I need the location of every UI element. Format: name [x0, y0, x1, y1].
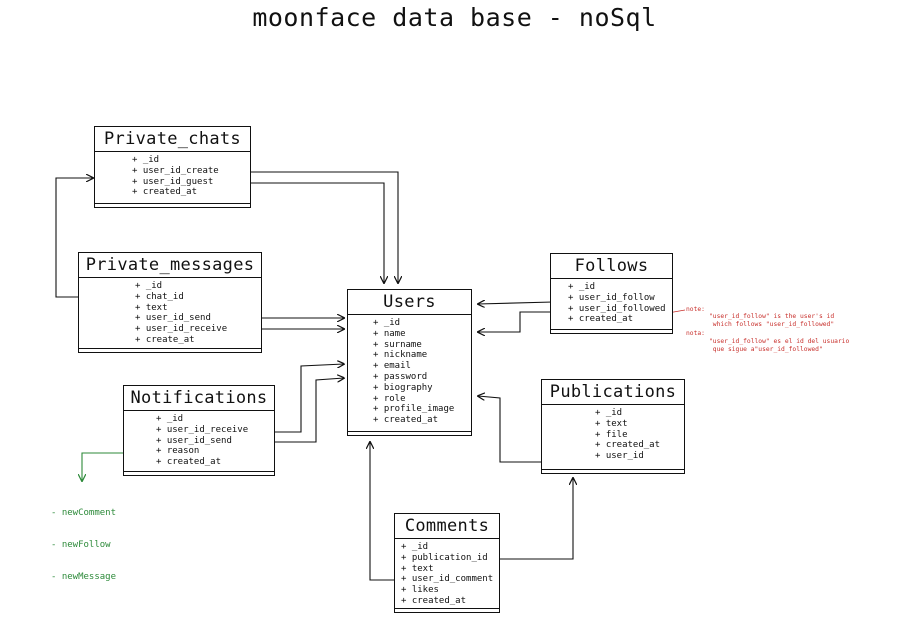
reason-value: - newComment	[51, 508, 117, 519]
field: + created_at	[401, 595, 467, 606]
entity-users: Users + _id + name + surname + nickname …	[347, 289, 472, 436]
field: + user_id_follow	[568, 292, 655, 303]
entity-footer-line	[124, 471, 274, 472]
link-chat-guest-to-users	[245, 182, 384, 283]
link-comment-to-publications	[490, 478, 573, 560]
field: + created_at	[132, 187, 198, 198]
field: + created_at	[595, 440, 661, 451]
field: + _id	[373, 318, 401, 328]
link-notif-send-to-users	[272, 378, 344, 443]
entity-publications: Publications + _id + text + file + creat…	[541, 379, 685, 474]
field: + create_at	[135, 334, 195, 345]
entity-private-chats: Private_chats + _id + user_id_create + u…	[94, 126, 251, 208]
field: + created_at	[568, 314, 634, 325]
field: + role	[373, 393, 406, 404]
field: + profile_image	[373, 404, 455, 415]
field: + chat_id	[135, 291, 184, 302]
reason-value: - newFollow	[51, 539, 111, 550]
reason-value: - newMessage	[51, 571, 117, 582]
field: + _id	[568, 282, 596, 292]
link-notif-receive-to-users	[272, 364, 344, 433]
entity-footer-line	[551, 329, 672, 330]
field: + created_at	[156, 457, 222, 468]
entity-footer-line	[79, 348, 261, 349]
nota-label: nota:	[686, 330, 705, 337]
field: + user_id_create	[132, 165, 219, 176]
field: + user_id_comment	[401, 574, 494, 585]
field: + nickname	[373, 350, 428, 361]
field: + _id	[595, 408, 623, 418]
reason-values-list: - newComment - newFollow - newMessage	[51, 487, 116, 593]
field: + text	[135, 302, 168, 313]
field: + likes	[401, 585, 439, 596]
entity-notifications: Notifications + _id + user_id_receive + …	[123, 385, 275, 476]
field: + biography	[373, 382, 433, 393]
link-chat-create-to-users	[245, 171, 398, 283]
link-followed-to-users	[478, 311, 553, 332]
entity-private-messages: Private_messages + _id + chat_id + text …	[78, 252, 262, 353]
entity-name: Users	[348, 290, 471, 315]
entity-footer-line	[542, 469, 684, 470]
field: + user_id_guest	[132, 176, 214, 187]
entity-name: Private_messages	[79, 253, 261, 278]
entity-name: Notifications	[124, 386, 274, 411]
field: + text	[401, 563, 434, 574]
entity-footer-line	[348, 431, 471, 432]
field: + _id	[132, 155, 160, 165]
field: + user_id_send	[156, 435, 232, 446]
field: + created_at	[373, 415, 439, 426]
entity-comments: Comments + _id + publication_id + text +…	[394, 513, 500, 613]
link-follow-to-users	[478, 302, 554, 304]
entity-footer-line	[95, 203, 250, 204]
entity-name: Follows	[551, 254, 672, 279]
field: + _id	[401, 542, 429, 552]
field: + _id	[135, 281, 163, 291]
field: + text	[595, 418, 628, 429]
field: + _id	[156, 414, 184, 424]
field: + user_id_receive	[156, 424, 249, 435]
entity-follows: Follows + _id + user_id_follow + user_id…	[550, 253, 673, 334]
entity-name: Private_chats	[95, 127, 250, 152]
field: + password	[373, 371, 428, 382]
field: + file	[595, 429, 628, 440]
link-comment-to-users	[370, 442, 400, 581]
note-label: note:	[686, 306, 705, 313]
field: + name	[373, 328, 406, 339]
field: + user_id	[595, 451, 644, 462]
field: + user_id_send	[135, 313, 211, 324]
diagram-title: moonface data base - noSql	[252, 3, 657, 32]
field: + user_id_receive	[135, 324, 228, 335]
field: + publication_id	[401, 552, 488, 563]
nota-text: "user_id_follow" es el id del usuario qu…	[709, 338, 850, 353]
entity-name: Publications	[542, 380, 684, 405]
field: + reason	[156, 446, 200, 457]
field: + surname	[373, 339, 422, 350]
entity-footer-line	[395, 608, 499, 609]
field: + email	[373, 361, 411, 372]
entity-name: Comments	[395, 514, 499, 539]
field: + user_id_followed	[568, 303, 666, 314]
note-text: "user_id_follow" is the user's id which …	[709, 313, 835, 328]
